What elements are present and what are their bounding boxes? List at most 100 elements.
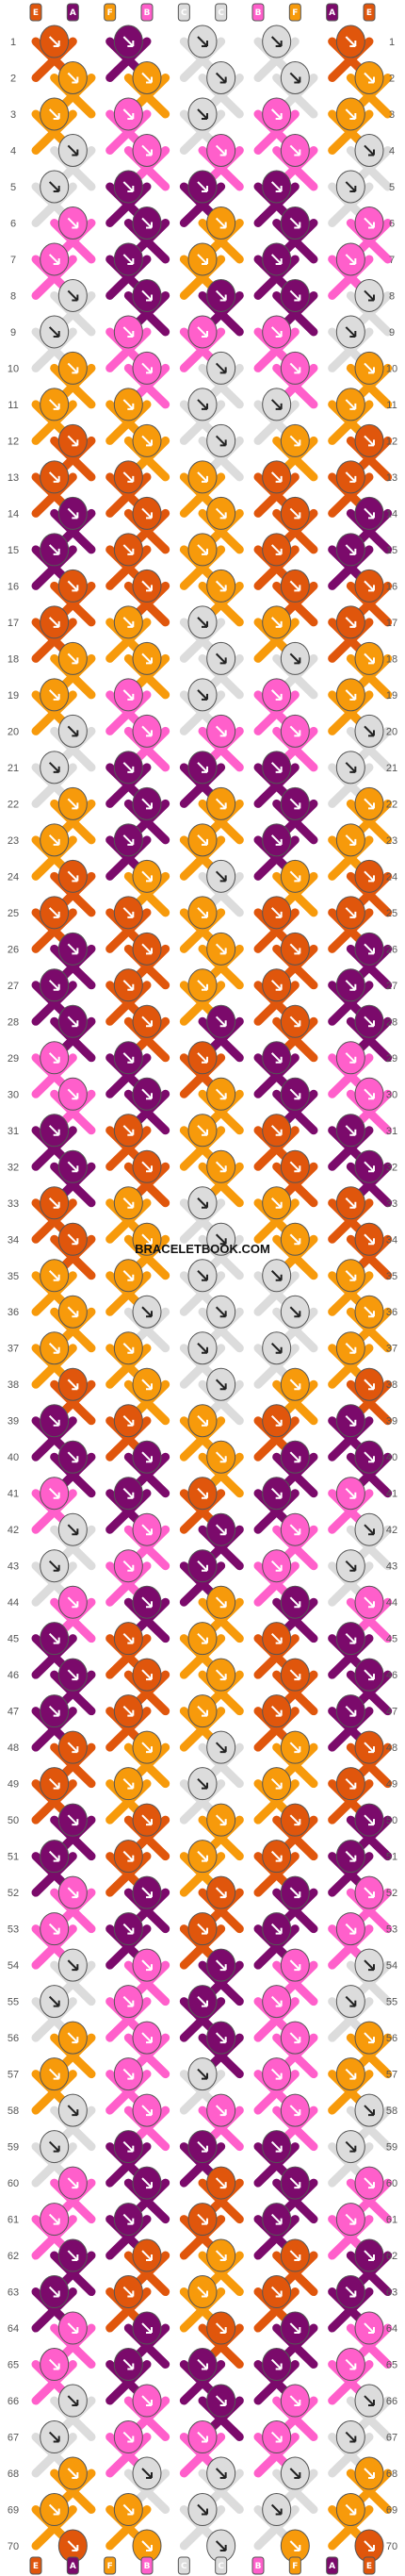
row-number-right: 65 [386,2360,397,2371]
row-number-left: 1 [10,37,16,48]
knot-arrow-icon [215,1379,227,1391]
knot-arrow-icon [67,1379,79,1391]
knot-arrow-icon [215,2177,227,2189]
knot-arrow-icon [67,1959,79,1972]
knot-arrow-icon [289,580,301,592]
row-number-left: 14 [8,508,19,520]
knot-arrow-icon [197,2503,208,2516]
row-number-left: 11 [8,400,18,411]
row-number-right: 12 [386,436,397,447]
knot-arrow-icon [364,1596,375,1609]
row-number-right: 61 [386,2215,397,2226]
knot-arrow-icon [215,2395,227,2407]
knot-arrow-icon [122,1560,135,1572]
knot-arrow-icon [345,834,357,846]
knot-arrow-icon [141,2395,153,2407]
knot-arrow-icon [48,2358,60,2370]
knot-arrow-icon [48,1488,60,1499]
row-number-left: 28 [8,1016,19,1028]
knot-arrow-icon [215,798,227,810]
knot-arrow-icon [48,326,60,338]
knot-arrow-icon [122,471,135,483]
knot-arrow-icon [270,834,283,846]
row-number-left: 51 [8,1852,19,1863]
row-number-right: 10 [386,363,397,374]
row-number-right: 40 [386,1452,397,1463]
knot-arrow-icon [215,435,227,447]
knot-arrow-icon [197,544,208,555]
row-number-right: 60 [386,2178,397,2189]
knot-arrow-icon [345,2140,357,2153]
row-number-left: 32 [8,1162,19,1173]
row-number-right: 20 [386,726,397,737]
knot-arrow-icon [67,289,79,302]
row-number-right: 3 [389,109,395,121]
watermark-text: BRACELETBOOK.COM [135,1242,270,1256]
knot-arrow-icon [48,689,60,701]
row-number-left: 8 [10,290,16,302]
knot-arrow-icon [345,2286,357,2298]
row-number-right: 51 [386,1852,397,1863]
knot-arrow-icon [197,36,208,47]
knot-arrow-icon [215,1451,227,1463]
knot-arrow-icon [197,399,208,410]
knot-arrow-icon [48,617,60,628]
knot-arrow-icon [345,254,357,265]
knot-arrow-icon [141,2468,153,2480]
knot-arrow-icon [345,2431,357,2443]
knot-arrow-icon [48,2286,60,2298]
row-number-left: 65 [8,2360,19,2371]
knot-arrow-icon [215,652,227,665]
strand-end-marker [215,3,228,22]
knot-arrow-icon [270,907,283,918]
knot-arrow-icon [270,1560,283,1572]
row-number-right: 4 [389,145,395,157]
knot-arrow-icon [270,2140,283,2153]
knot-arrow-icon [215,1814,227,1826]
row-number-left: 46 [8,1670,19,1681]
knot-arrow-icon [364,1669,375,1681]
knot-arrow-icon [345,980,357,991]
knot-arrow-icon [122,399,135,410]
knot-arrow-icon [270,1850,283,1862]
knot-arrow-icon [345,2503,357,2516]
knot-arrow-icon [197,254,208,265]
knot-arrow-icon [67,507,79,520]
knot-arrow-icon [289,1742,301,1754]
knot-arrow-icon [289,2105,301,2117]
knot-arrow-icon [48,2140,60,2153]
row-number-right: 31 [386,1126,397,1137]
strand-end-marker [177,3,190,22]
knot-arrow-icon [289,870,301,883]
knot-arrow-icon [67,2177,79,2189]
strand-letter: C [218,2562,224,2571]
knot-arrow-icon [141,1887,153,1899]
knot-arrow-icon [215,72,227,84]
knot-arrow-icon [364,1088,375,1100]
knot-arrow-icon [197,326,208,338]
knot-arrow-icon [67,362,79,374]
knot-arrow-icon [197,980,208,991]
row-number-right: 19 [386,690,397,702]
strand-letter: E [33,8,39,18]
knot-arrow-icon [270,1777,283,1790]
knot-arrow-icon [270,2358,283,2370]
row-number-left: 19 [8,690,19,702]
row-number-left: 42 [8,1525,19,1536]
knot-arrow-icon [48,2431,60,2443]
knot-arrow-icon [364,1161,375,1173]
row-number-left: 39 [8,1416,19,1428]
knot-arrow-icon [364,1379,375,1391]
knot-arrow-icon [67,217,79,229]
row-number-left: 3 [10,109,16,121]
strand-letter: E [366,2562,372,2571]
knot-arrow-icon [364,2177,375,2189]
strand-end-marker [215,2556,228,2575]
knot-arrow-icon [215,2468,227,2480]
knot-arrow-icon [122,326,135,338]
row-number-right: 36 [386,1307,397,1318]
row-number-right: 67 [386,2433,397,2444]
knot-arrow-icon [345,544,357,555]
knot-arrow-icon [270,36,283,47]
row-number-left: 55 [8,1997,19,2008]
